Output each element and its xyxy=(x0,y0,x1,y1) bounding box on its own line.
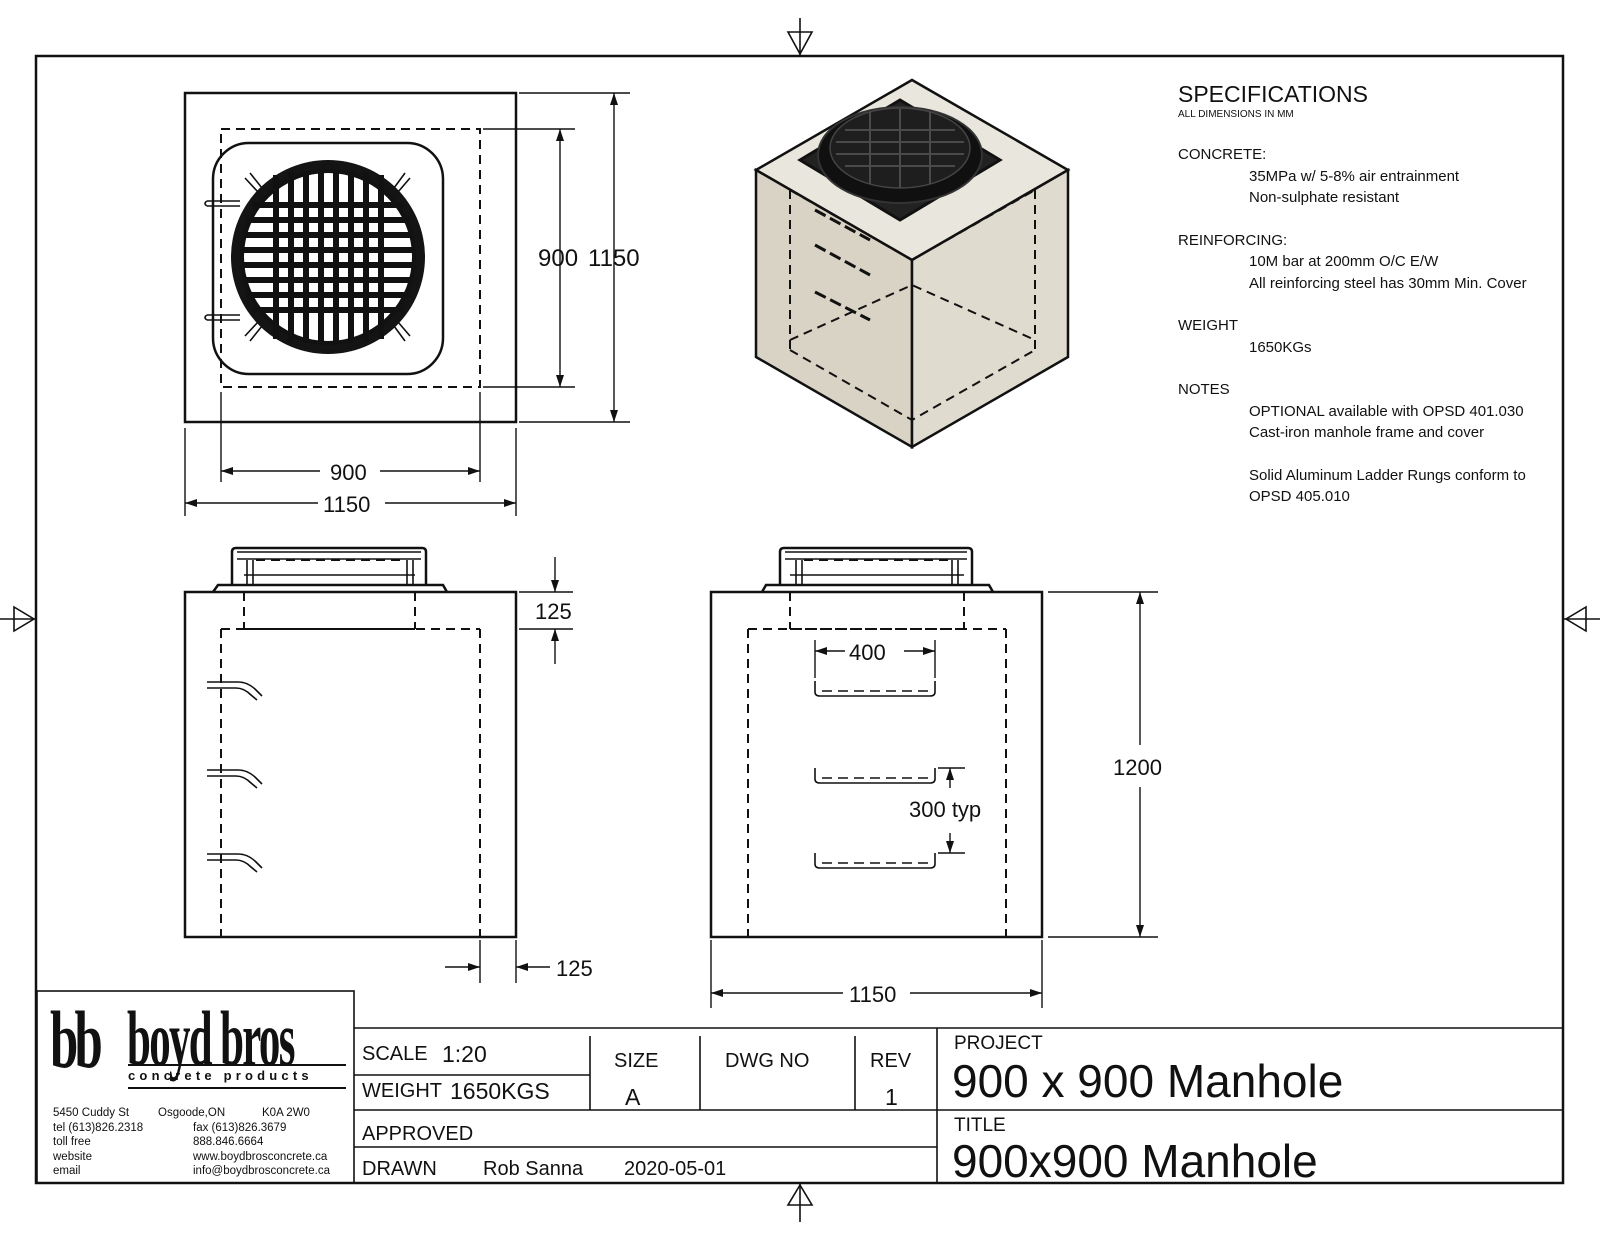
size-value: A xyxy=(625,1084,641,1110)
notes-line: OPSD 405.010 xyxy=(1249,488,1350,505)
company-postal: K0A 2W0 xyxy=(262,1107,310,1119)
title-value: 900x900 Manhole xyxy=(952,1135,1318,1187)
weight-value: 1650KGs xyxy=(1249,338,1312,356)
notes-line: OPTIONAL available with OPSD 401.030 xyxy=(1249,402,1524,420)
drawn-label: DRAWN xyxy=(362,1158,437,1180)
tollfree-label: toll free xyxy=(53,1136,91,1148)
specifications-panel: SPECIFICATIONS ALL DIMENSIONS IN MM CONC… xyxy=(1178,80,1588,508)
dim-wall-thickness: 125 xyxy=(556,956,593,981)
dim-top-inner-horizontal: 900 xyxy=(330,460,367,485)
drawn-date: 2020-05-01 xyxy=(624,1158,727,1180)
dim-slab-thickness: 125 xyxy=(535,599,572,624)
dwg-label: DWG NO xyxy=(725,1050,810,1072)
rev-value: 1 xyxy=(885,1084,898,1110)
center-mark-left xyxy=(0,605,36,633)
company-tel: tel (613)826.2318 xyxy=(53,1122,144,1134)
center-mark-top xyxy=(786,18,814,56)
scale-value: 1:20 xyxy=(442,1041,487,1067)
front-view-dimensions xyxy=(710,591,1158,1008)
scale-label: SCALE xyxy=(362,1043,428,1065)
company-fax: fax (613)826.3679 xyxy=(193,1122,287,1134)
weight-heading: WEIGHT xyxy=(1178,317,1238,334)
weight-label: WEIGHT xyxy=(362,1080,442,1102)
specifications-subtitle: ALL DIMENSIONS IN MM xyxy=(1178,109,1294,120)
dim-rung-width: 400 xyxy=(849,640,886,665)
side-view-dimensions xyxy=(445,557,573,983)
dim-top-outer-horizontal: 1150 xyxy=(323,492,370,517)
specifications-title: SPECIFICATIONS xyxy=(1178,81,1368,107)
center-mark-bottom xyxy=(786,1183,814,1222)
company-city: Osgoode,ON xyxy=(158,1107,226,1119)
rev-label: REV xyxy=(870,1050,912,1072)
notes-heading: NOTES xyxy=(1178,381,1230,398)
dim-rung-spacing: 300 typ xyxy=(909,797,981,822)
email-value[interactable]: info@boydbrosconcrete.ca xyxy=(193,1165,330,1177)
title-label: TITLE xyxy=(954,1115,1006,1136)
size-label: SIZE xyxy=(614,1050,659,1072)
dim-top-outer-vertical: 1150 xyxy=(588,245,640,272)
center-mark-right xyxy=(1563,605,1600,633)
dim-height: 1200 xyxy=(1113,755,1162,780)
top-view xyxy=(183,91,518,424)
website-label: website xyxy=(53,1151,92,1163)
notes-line: Solid Aluminum Ladder Rungs conform to xyxy=(1249,466,1526,484)
weight-value-tb: 1650KGS xyxy=(450,1078,550,1104)
tollfree-value: 888.846.6664 xyxy=(193,1136,264,1148)
company-logo-mark: bb xyxy=(50,994,103,1085)
side-view xyxy=(183,546,518,939)
reinforcing-line: All reinforcing steel has 30mm Min. Cove… xyxy=(1249,274,1527,292)
project-label: PROJECT xyxy=(954,1033,1043,1054)
title-block-lines xyxy=(36,990,1563,1184)
project-value: 900 x 900 Manhole xyxy=(952,1055,1344,1107)
approved-label: APPROVED xyxy=(362,1123,474,1145)
concrete-heading: CONCRETE: xyxy=(1178,146,1267,163)
logo-rule xyxy=(128,1087,346,1089)
email-label: email xyxy=(53,1165,81,1177)
concrete-line: Non-sulphate resistant xyxy=(1249,189,1400,206)
company-address: 5450 Cuddy St xyxy=(53,1107,130,1119)
drawn-by: Rob Sanna xyxy=(483,1158,584,1180)
reinforcing-line: 10M bar at 200mm O/C E/W xyxy=(1249,253,1439,270)
company-logo-tagline: concrete products xyxy=(128,1068,313,1083)
website-value[interactable]: www.boydbrosconcrete.ca xyxy=(193,1151,328,1163)
reinforcing-heading: REINFORCING: xyxy=(1178,231,1288,249)
dim-front-width: 1150 xyxy=(849,982,896,1007)
logo-rule xyxy=(128,1064,346,1066)
front-view xyxy=(709,546,1044,939)
dim-top-inner-vertical: 900 xyxy=(538,245,578,272)
concrete-line: 35MPa w/ 5-8% air entrainment xyxy=(1249,167,1460,185)
top-view-dimensions xyxy=(184,92,630,516)
isometric-view xyxy=(753,78,1071,450)
notes-line: Cast-iron manhole frame and cover xyxy=(1249,424,1485,441)
